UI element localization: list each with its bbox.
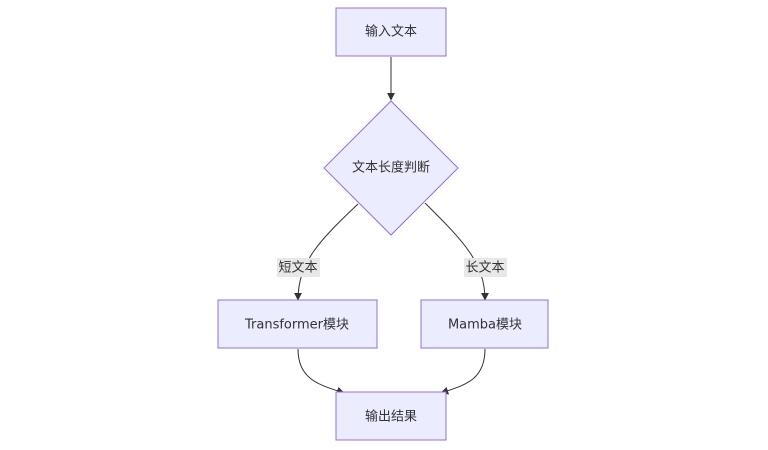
- svg-text:输出结果: 输出结果: [365, 409, 417, 425]
- node-decision[interactable]: 文本长度判断: [323, 100, 459, 236]
- svg-text:文本长度判断: 文本长度判断: [352, 160, 430, 176]
- node-mamba[interactable]: Mamba模块: [420, 299, 549, 349]
- edge-mamba-output: [440, 348, 486, 395]
- edge-label-short: 短文本: [277, 258, 320, 277]
- svg-text:Transformer模块: Transformer模块: [244, 318, 349, 333]
- svg-text:短文本: 短文本: [278, 261, 317, 276]
- svg-text:Mamba模块: Mamba模块: [448, 318, 522, 333]
- edge-transformer-output: [297, 348, 345, 395]
- svg-text:输入文本: 输入文本: [365, 24, 417, 40]
- edge-decision-mamba: [424, 202, 489, 301]
- edge-label-long: 长文本: [464, 258, 507, 277]
- node-output[interactable]: 输出结果: [335, 391, 447, 441]
- node-input[interactable]: 输入文本: [335, 7, 447, 57]
- edge-decision-transformer: [294, 203, 359, 301]
- svg-text:长文本: 长文本: [465, 261, 504, 276]
- node-transformer[interactable]: Transformer模块: [217, 299, 378, 349]
